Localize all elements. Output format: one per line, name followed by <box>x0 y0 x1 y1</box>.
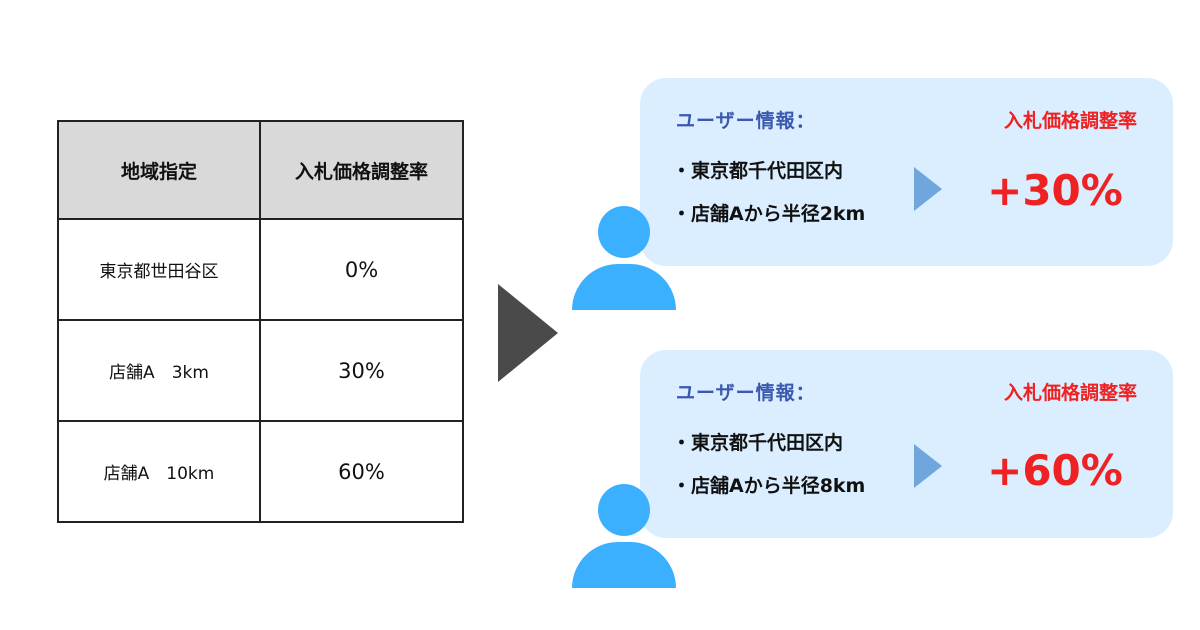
user-info-line: ・店舗Aから半径8km <box>672 475 866 497</box>
triangle-right-icon <box>914 444 942 488</box>
person-head <box>598 206 650 258</box>
triangle-right-icon <box>914 167 942 211</box>
user-info-label: ユーザー情報： <box>676 110 816 132</box>
cell-rate: 30% <box>259 319 464 422</box>
user-info-bubble: ユーザー情報： 入札価格調整率 ・東京都千代田区内 ・店舗Aから半径2km +3… <box>640 78 1173 266</box>
adjustment-rate-table: 地域指定 入札価格調整率 東京都世田谷区 0% 店舗A 3km 30% 店舗A … <box>57 120 464 523</box>
person-icon <box>572 484 676 588</box>
table-row: 店舗A 10km 60% <box>57 420 464 523</box>
table-row: 店舗A 3km 30% <box>57 319 464 422</box>
rate-label: 入札価格調整率 <box>1003 110 1137 132</box>
user-case-1: ユーザー情報： 入札価格調整率 ・東京都千代田区内 ・店舗Aから半径2km +3… <box>560 78 1180 318</box>
cell-region: 東京都世田谷区 <box>57 218 261 321</box>
cell-rate: 0% <box>259 218 464 321</box>
person-body <box>572 264 676 310</box>
rate-value: +30% <box>987 166 1123 215</box>
cell-region: 店舗A 10km <box>57 420 261 523</box>
header-region: 地域指定 <box>57 120 261 220</box>
header-rate: 入札価格調整率 <box>259 120 464 220</box>
user-info-label: ユーザー情報： <box>676 382 816 404</box>
person-head <box>598 484 650 536</box>
table-header-row: 地域指定 入札価格調整率 <box>57 120 464 220</box>
user-case-2: ユーザー情報： 入札価格調整率 ・東京都千代田区内 ・店舗Aから半径8km +6… <box>560 348 1180 588</box>
cell-rate: 60% <box>259 420 464 523</box>
triangle-right-icon <box>498 284 558 382</box>
person-body <box>572 542 676 588</box>
person-icon <box>572 206 676 310</box>
user-info-bubble: ユーザー情報： 入札価格調整率 ・東京都千代田区内 ・店舗Aから半径8km +6… <box>640 350 1173 538</box>
user-info-line: ・東京都千代田区内 <box>672 432 844 454</box>
table-row: 東京都世田谷区 0% <box>57 218 464 321</box>
cell-region: 店舗A 3km <box>57 319 261 422</box>
rate-label: 入札価格調整率 <box>1003 382 1137 404</box>
rate-value: +60% <box>987 446 1123 495</box>
user-info-line: ・東京都千代田区内 <box>672 160 844 182</box>
user-info-line: ・店舗Aから半径2km <box>672 203 866 225</box>
